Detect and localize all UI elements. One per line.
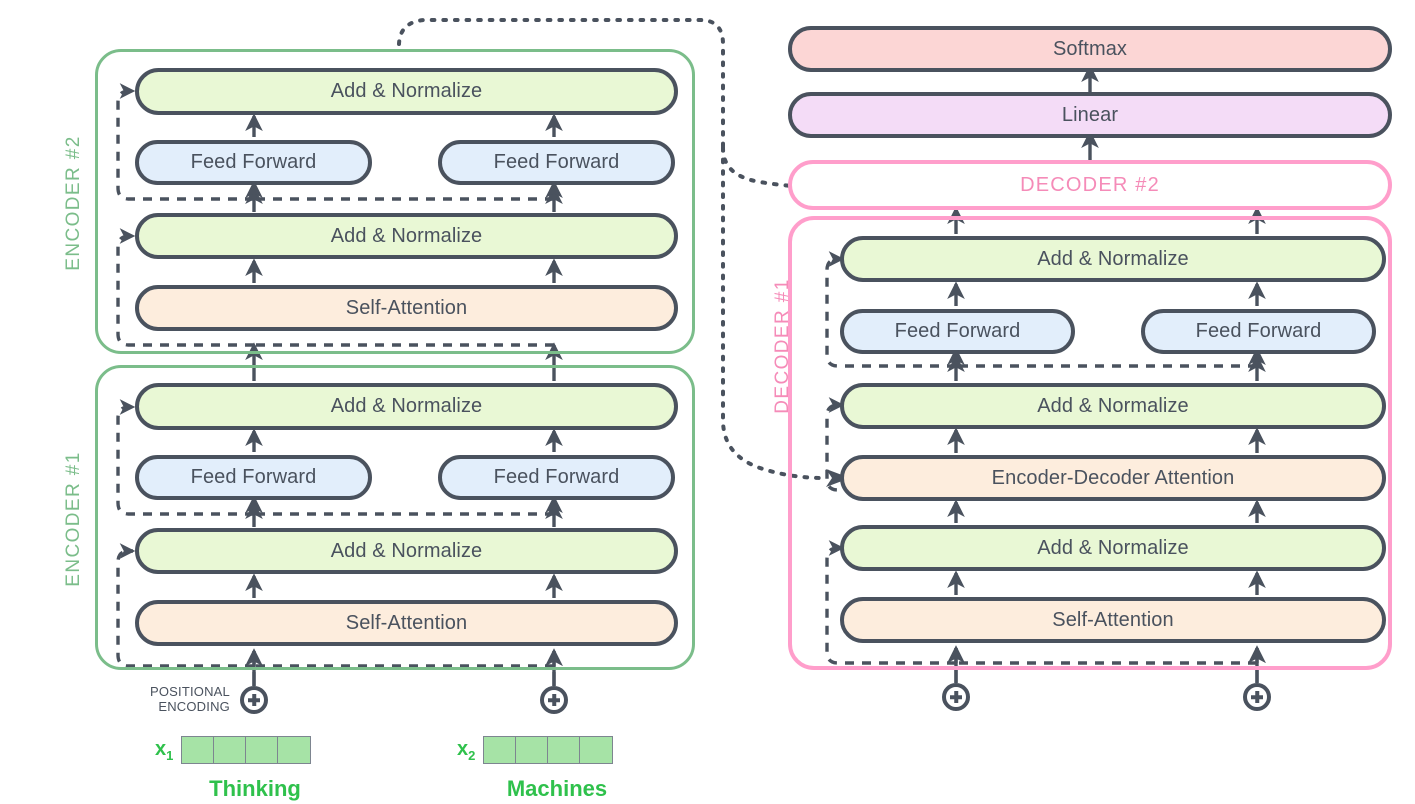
encoder-1-container (95, 365, 695, 670)
decoder1-add-normalize-mid: Add & Normalize (840, 383, 1386, 429)
encoder2-self-attention: Self-Attention (135, 285, 678, 331)
input-word-x2: Machines (506, 776, 608, 801)
positional-encoding-label-line2: ENCODING (158, 699, 230, 714)
embedding-cell (214, 737, 247, 763)
embedding-cell (246, 737, 279, 763)
softmax-block: Softmax (788, 26, 1392, 72)
embedding-cell (182, 737, 215, 763)
plus-circle-icon-x2 (540, 686, 568, 714)
embedding-cell (580, 737, 613, 763)
encoder1-feed-forward-left: Feed Forward (135, 455, 372, 500)
input-word-x1: Thinking (209, 776, 301, 801)
encoder1-add-normalize-bottom: Add & Normalize (135, 528, 678, 574)
embedding-cells-x1 (181, 736, 312, 764)
decoder-1-container (788, 216, 1392, 670)
positional-encoding-stems (252, 672, 556, 686)
decoder1-add-normalize-top: Add & Normalize (840, 236, 1386, 282)
positional-encoding-label-line1: POSITIONAL (149, 684, 230, 699)
embedding-cells-x2 (483, 736, 614, 764)
decoder-2-container: DECODER #2 (788, 160, 1392, 210)
embedding-tag-x1: x1 (155, 737, 174, 763)
embedding-cell (484, 737, 517, 763)
plus-circle-icon-x1 (240, 686, 268, 714)
embedding-tag-x2: x2 (457, 737, 476, 763)
encoder1-add-normalize-top: Add & Normalize (135, 383, 678, 430)
decoder-1-label: DECODER #1 (772, 278, 793, 414)
linear-block: Linear (788, 92, 1392, 138)
encoder-1-label: ENCODER #1 (63, 451, 84, 587)
decoder1-encoder-decoder-attention: Encoder-Decoder Attention (840, 455, 1386, 501)
decoder1-feed-forward-left: Feed Forward (840, 309, 1075, 354)
encoder1-self-attention: Self-Attention (135, 600, 678, 646)
plus-circle-icon-dec2 (1243, 683, 1271, 711)
embedding-cell (278, 737, 311, 763)
plus-circle-icon-dec1 (942, 683, 970, 711)
decoder1-self-attention: Self-Attention (840, 597, 1386, 643)
encoder-2-label: ENCODER #2 (63, 135, 84, 271)
embedding-row-x2: x2 (457, 736, 614, 764)
encoder2-add-normalize-bottom: Add & Normalize (135, 213, 678, 259)
decoder1-feed-forward-right: Feed Forward (1141, 309, 1376, 354)
embedding-cell (548, 737, 581, 763)
decoder1-add-normalize-bottom: Add & Normalize (840, 525, 1386, 571)
encoder2-add-normalize-top: Add & Normalize (135, 68, 678, 115)
encoder2-feed-forward-left: Feed Forward (135, 140, 372, 185)
decoder-positional-stems (954, 670, 1259, 683)
encoder2-feed-forward-right: Feed Forward (438, 140, 675, 185)
encoder-2-container (95, 49, 695, 354)
embedding-cell (516, 737, 549, 763)
embedding-row-x1: x1 (155, 736, 312, 764)
positional-encoding-label: POSITIONAL ENCODING (135, 684, 230, 714)
encoder1-feed-forward-right: Feed Forward (438, 455, 675, 500)
